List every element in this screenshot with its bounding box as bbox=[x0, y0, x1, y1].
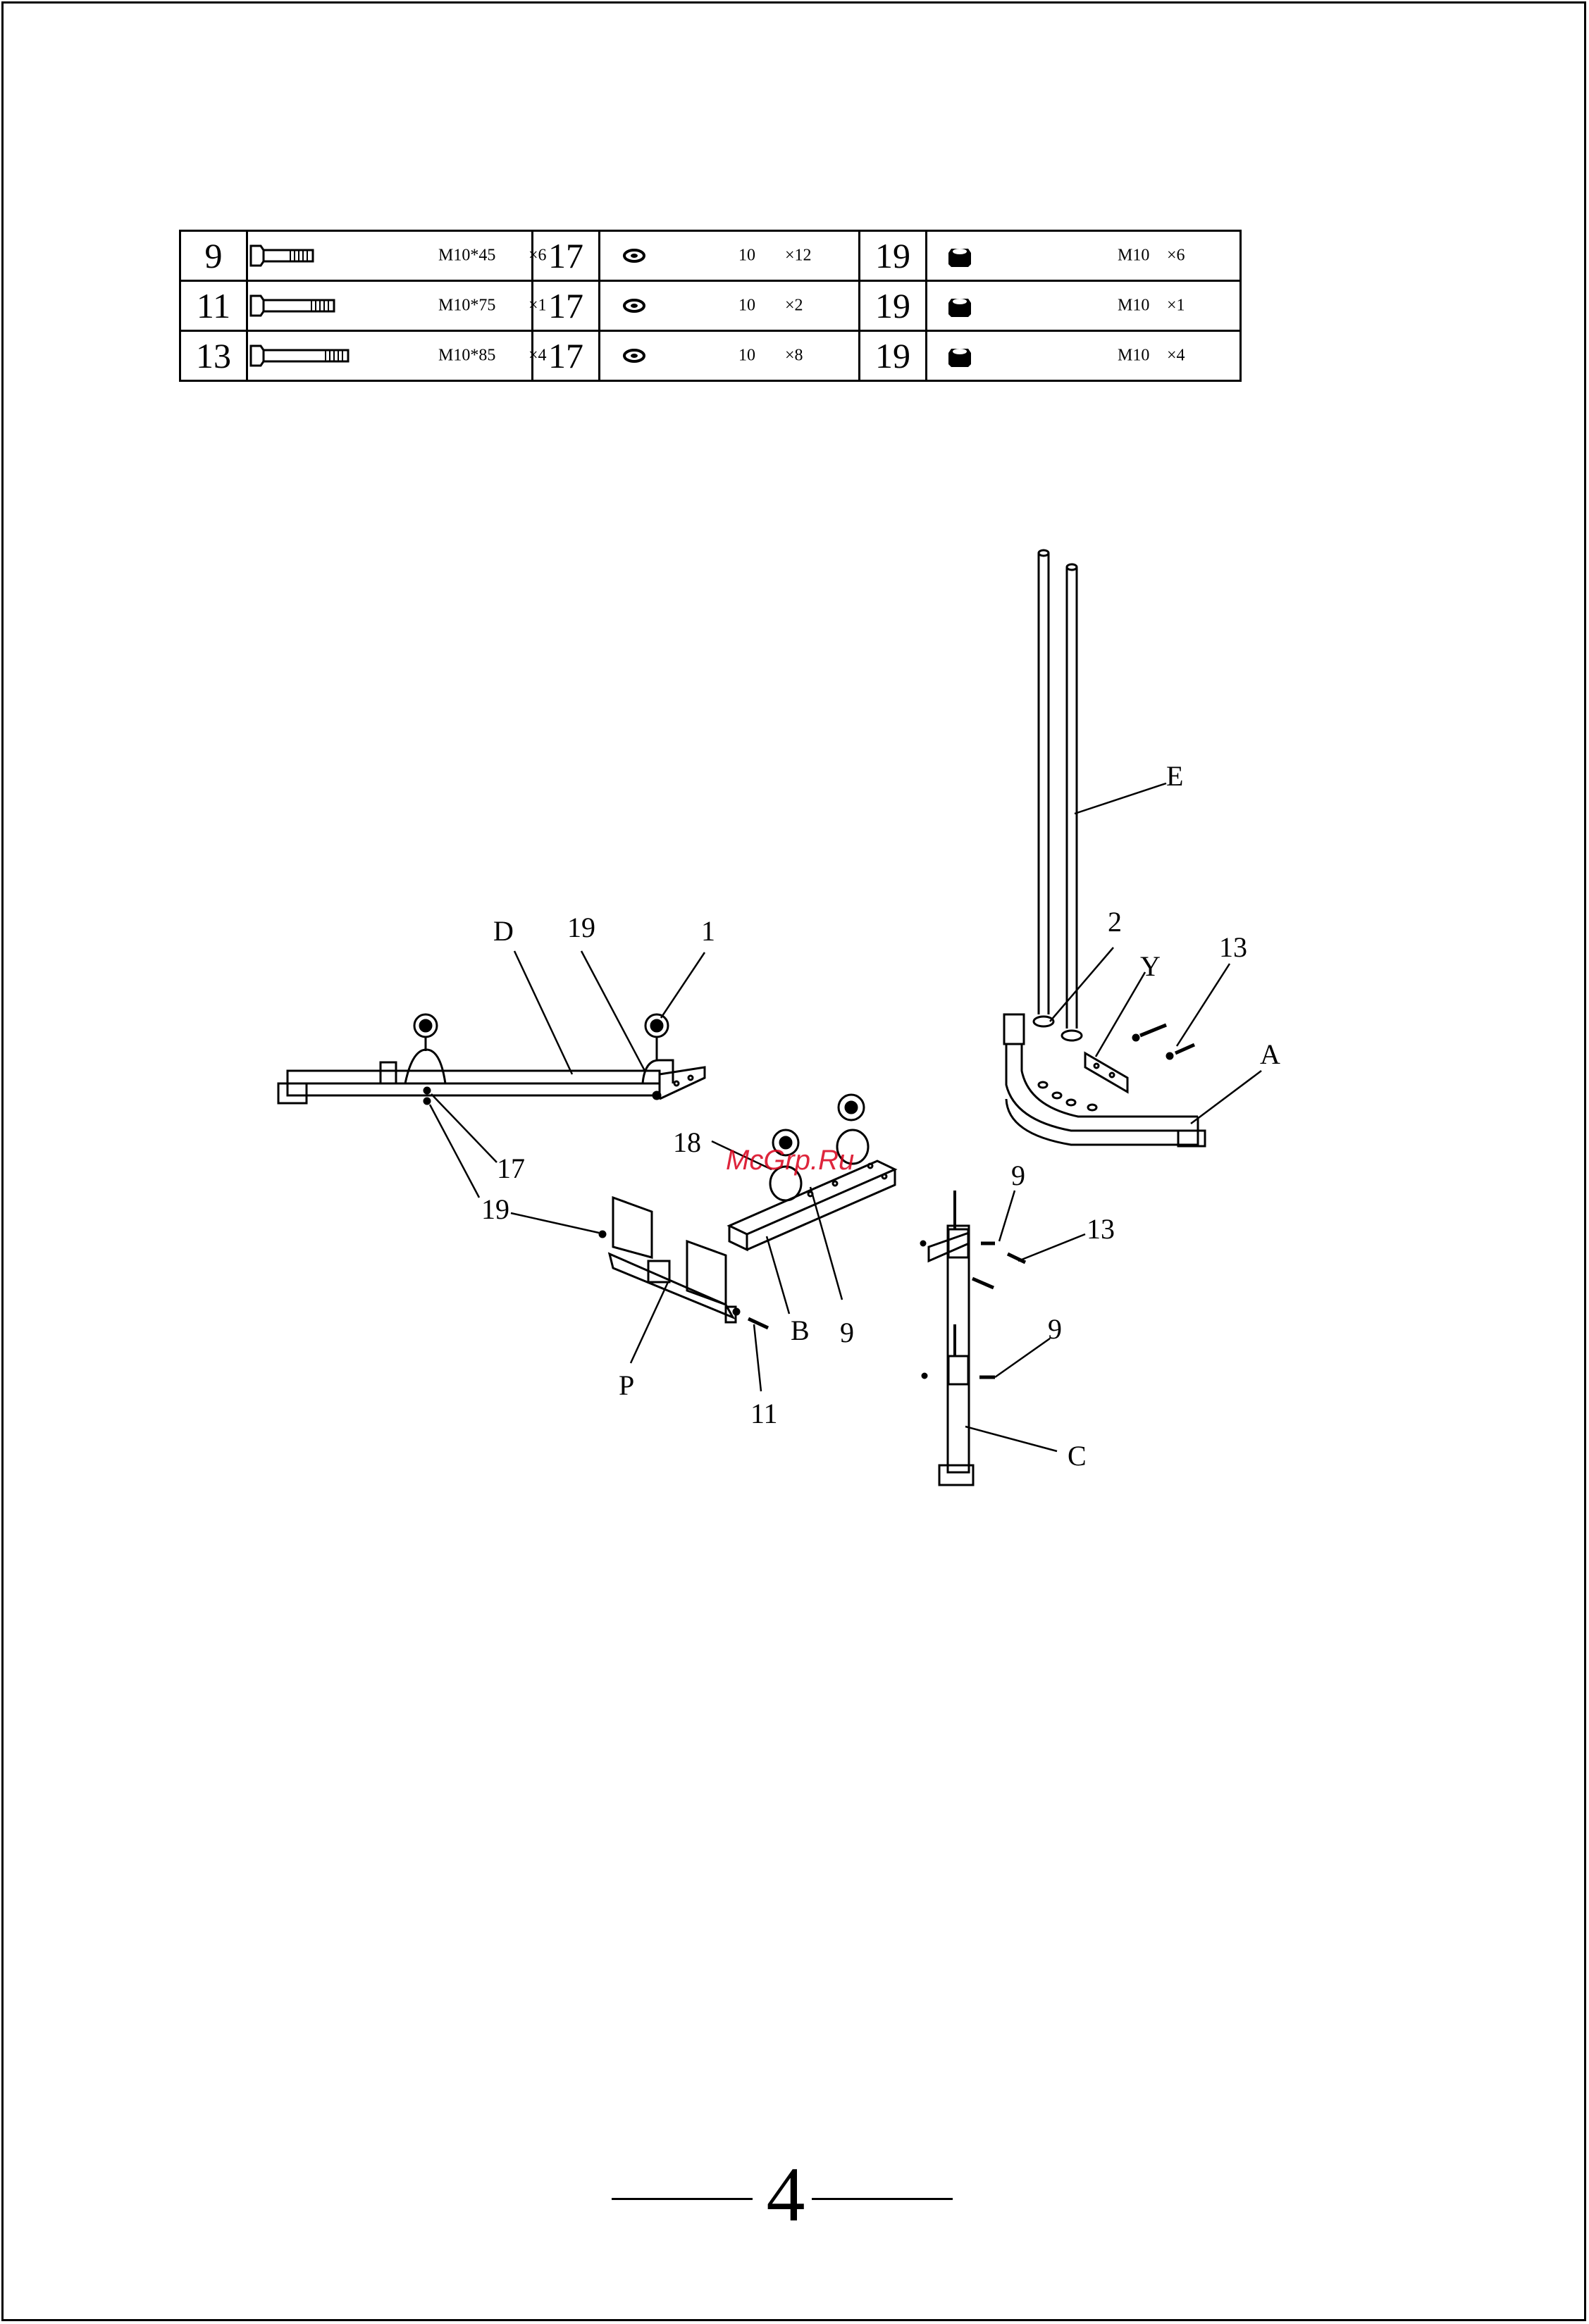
callout-c: C bbox=[1068, 1440, 1087, 1472]
callout-y: Y bbox=[1140, 950, 1161, 982]
part-p-footplate bbox=[600, 1198, 768, 1328]
callout-p: P bbox=[619, 1369, 634, 1401]
callout-9-lower: 9 bbox=[1048, 1313, 1062, 1345]
callout-19-lower: 19 bbox=[481, 1193, 509, 1225]
callout-a: A bbox=[1260, 1038, 1280, 1070]
bolts-13-upper bbox=[1133, 1025, 1194, 1059]
part-c-leg bbox=[921, 1191, 1025, 1485]
page-number-rule-right bbox=[812, 2198, 953, 2200]
callout-18: 18 bbox=[673, 1126, 701, 1158]
callout-9-carriage: 9 bbox=[840, 1317, 854, 1348]
callout-d: D bbox=[493, 915, 514, 947]
callout-2: 2 bbox=[1108, 906, 1122, 938]
callout-e: E bbox=[1166, 760, 1183, 792]
part-y-bracket bbox=[1085, 1053, 1127, 1092]
callout-b: B bbox=[791, 1315, 810, 1346]
callout-13-upper: 13 bbox=[1219, 931, 1247, 963]
callout-1: 1 bbox=[701, 915, 715, 947]
part-d-beam bbox=[278, 1014, 705, 1104]
callout-9-upper: 9 bbox=[1011, 1160, 1025, 1191]
page-number-rule-left bbox=[612, 2198, 753, 2200]
page-number: 4 bbox=[765, 2156, 807, 2233]
callout-13-lower: 13 bbox=[1087, 1213, 1115, 1245]
part-a-base-frame bbox=[1004, 1014, 1205, 1146]
part-e-uprights bbox=[1034, 550, 1082, 1040]
callout-17: 17 bbox=[497, 1152, 525, 1184]
callout-19-upper: 19 bbox=[567, 912, 595, 943]
watermark: McGrp.Ru bbox=[726, 1145, 854, 1176]
callout-11: 11 bbox=[750, 1398, 778, 1429]
